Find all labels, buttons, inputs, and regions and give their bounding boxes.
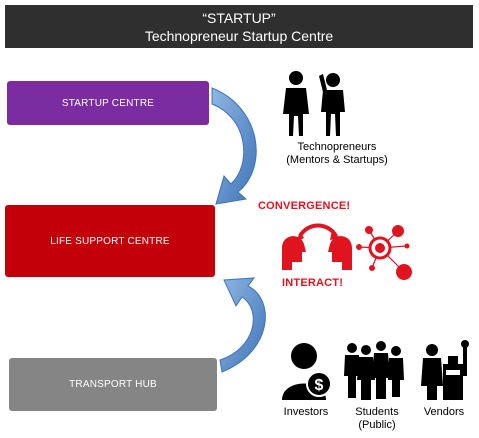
- interact-label: INTERACT!: [282, 277, 344, 289]
- technopreneurs-sublabel: (Mentors & Startups): [286, 154, 388, 166]
- vendors-label: Vendors: [423, 406, 465, 418]
- investors-label: Investors: [283, 406, 329, 418]
- technopreneurs-label: Technopreneurs: [297, 141, 377, 153]
- arrow-startup-to-life: [211, 87, 257, 205]
- investor-icon: $: [282, 343, 332, 400]
- svg-text:$: $: [315, 377, 324, 394]
- businessmen-icon: [283, 71, 345, 136]
- vendor-icon: [421, 340, 469, 400]
- technopreneurs-caption: Technopreneurs (Mentors & Startups): [266, 141, 408, 167]
- convergence-label: CONVERGENCE!: [258, 200, 351, 212]
- header-subtitle: Technopreneur Startup Centre: [144, 27, 334, 44]
- startup-centre-box: STARTUP CENTRE: [7, 81, 209, 125]
- heads-interact-icon: [282, 223, 352, 270]
- students-sublabel: (Public): [358, 419, 396, 431]
- network-icon: [356, 225, 412, 280]
- students-crowd-icon: [344, 341, 404, 400]
- arrow-transport-to-life: [219, 277, 266, 373]
- transport-hub-box: TRANSPORT HUB: [9, 358, 217, 411]
- students-caption: Students (Public): [346, 406, 408, 432]
- header-banner: “STARTUP” Technopreneur Startup Centre: [5, 5, 473, 48]
- header-title: “STARTUP”: [202, 9, 276, 26]
- life-support-centre-box: LIFE SUPPORT CENTRE: [5, 205, 215, 277]
- students-label: Students: [355, 406, 399, 418]
